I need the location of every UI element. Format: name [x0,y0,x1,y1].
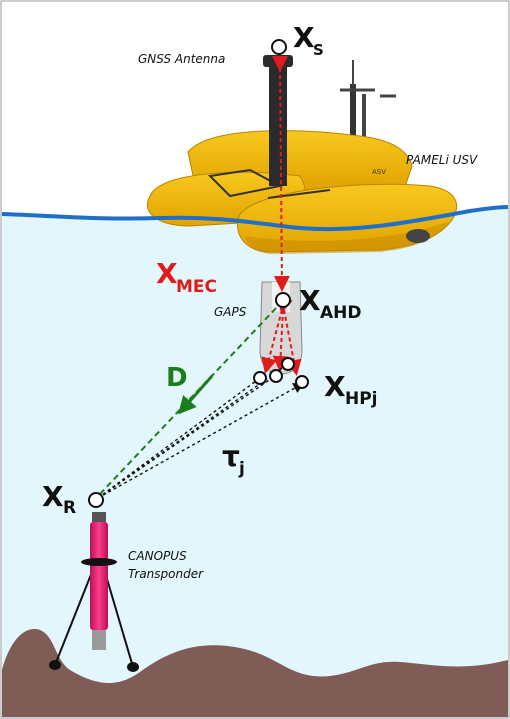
hydrophone-3 [281,357,295,371]
gnss-antenna-dish [263,55,293,67]
tripod-foot-right [127,662,139,672]
hydrophone-1 [253,371,267,385]
xr-subscript: R [63,498,76,518]
gaps-label: GAPS [214,305,247,319]
xr-symbol: X [42,480,64,513]
pameli-usv-label: PAMELi USV [406,153,478,167]
d-symbol: D [166,363,188,393]
xmec-symbol: X [156,257,178,290]
boat-thruster [406,229,430,243]
seabed [2,629,508,717]
boat-mast [350,84,356,144]
tau-symbol: τ [222,440,240,473]
ahd-hp-vector-1 [261,296,293,374]
acoustic-ray-3 [97,363,289,499]
xhpj-symbol: X [324,370,346,403]
mec-vector-line [271,55,290,292]
tau-subscript: j [238,459,245,479]
transponder-ring [81,558,117,566]
xhpj-subscript: HPj [345,389,378,409]
xmec-subscript: MEC [176,277,217,297]
transponder-body [90,522,108,630]
water-body [2,205,508,717]
acoustic-ray-1 [97,377,261,499]
xahd-symbol: X [299,284,321,317]
tripod-leg-left [54,561,97,666]
transponder-cap [92,512,106,522]
transponder-base [92,630,106,650]
acoustic-ray-4 [97,382,305,499]
tripod-foot-left [49,660,61,670]
canopus-label: CANOPUS [128,549,187,563]
xs-subscript: S [313,41,324,59]
ahd-point [275,292,291,308]
gnss-mast [269,66,287,186]
hydrophone-2 [269,369,283,383]
hydrophone-4 [295,375,309,389]
waterline [1,205,509,232]
boat-hull-shadow [245,222,448,254]
canopus-transponder [49,512,139,672]
ahd-hp-vector-2 [272,309,289,372]
d-direction-arrow [178,375,214,415]
xahd-subscript: AHD [320,303,362,323]
boat-mast-2 [362,94,366,144]
boat-hull-lettering: ASV [372,168,386,176]
xs-symbol: X [293,21,315,54]
gnss-point [271,39,287,55]
transponder-label: Transponder [128,567,204,581]
transponder-point [88,492,104,508]
gnss-antenna-label: GNSS Antenna [138,52,225,66]
d-vector-line [99,305,279,495]
